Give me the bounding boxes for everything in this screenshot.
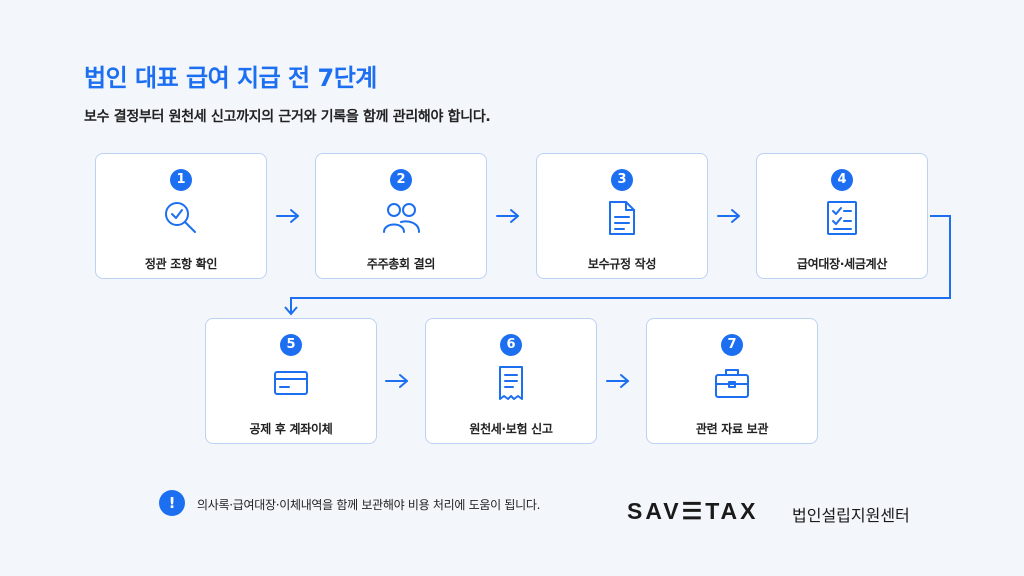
- page-title: 법인 대표 급여 지급 전 7단계: [84, 64, 377, 92]
- step-label: 공제 후 계좌이체: [249, 422, 333, 436]
- step-card-5: 5 공제 후 계좌이체: [205, 318, 377, 444]
- arrow-right-icon: [495, 208, 521, 224]
- people-icon: [381, 198, 421, 238]
- step-card-7: 7 관련 자료 보관: [646, 318, 818, 444]
- step-label: 정관 조항 확인: [144, 257, 218, 271]
- note-text: 의사록·급여대장·이체내역을 함께 보관해야 비용 처리에 도움이 됩니다.: [197, 498, 541, 512]
- step-card-6: 6 원천세·보험 신고: [425, 318, 597, 444]
- briefcase-icon: [712, 363, 752, 403]
- step-label: 급여대장·세금계산: [796, 257, 888, 271]
- step-number-badge: 5: [280, 334, 302, 356]
- brand-logo: SAV☰TAX: [627, 498, 759, 524]
- step-number-badge: 1: [170, 169, 192, 191]
- arrow-right-icon: [384, 373, 410, 389]
- step-card-3: 3 보수규정 작성: [536, 153, 708, 279]
- page-subtitle: 보수 결정부터 원천세 신고까지의 근거와 기록을 함께 관리해야 합니다.: [84, 109, 491, 125]
- step-card-4: 4 급여대장·세금계산: [756, 153, 928, 279]
- step-label: 주주총회 결의: [366, 257, 436, 271]
- step-label: 관련 자료 보관: [695, 422, 769, 436]
- step-number-badge: 4: [831, 169, 853, 191]
- arrow-right-icon: [605, 373, 631, 389]
- card-icon: [271, 363, 311, 403]
- step-label: 원천세·보험 신고: [469, 422, 553, 436]
- receipt-icon: [491, 363, 531, 403]
- step-number-badge: 7: [721, 334, 743, 356]
- step-number-badge: 3: [611, 169, 633, 191]
- step-card-2: 2 주주총회 결의: [315, 153, 487, 279]
- step-card-1: 1 정관 조항 확인: [95, 153, 267, 279]
- brand-subtitle: 법인설립지원센터: [792, 506, 910, 525]
- checklist-icon: [822, 198, 862, 238]
- step-label: 보수규정 작성: [587, 257, 657, 271]
- alert-icon: !: [159, 490, 185, 516]
- arrow-right-icon: [716, 208, 742, 224]
- document-icon: [602, 198, 642, 238]
- search-check-icon: [161, 198, 201, 238]
- arrow-right-icon: [275, 208, 301, 224]
- step-number-badge: 2: [390, 169, 412, 191]
- step-number-badge: 6: [500, 334, 522, 356]
